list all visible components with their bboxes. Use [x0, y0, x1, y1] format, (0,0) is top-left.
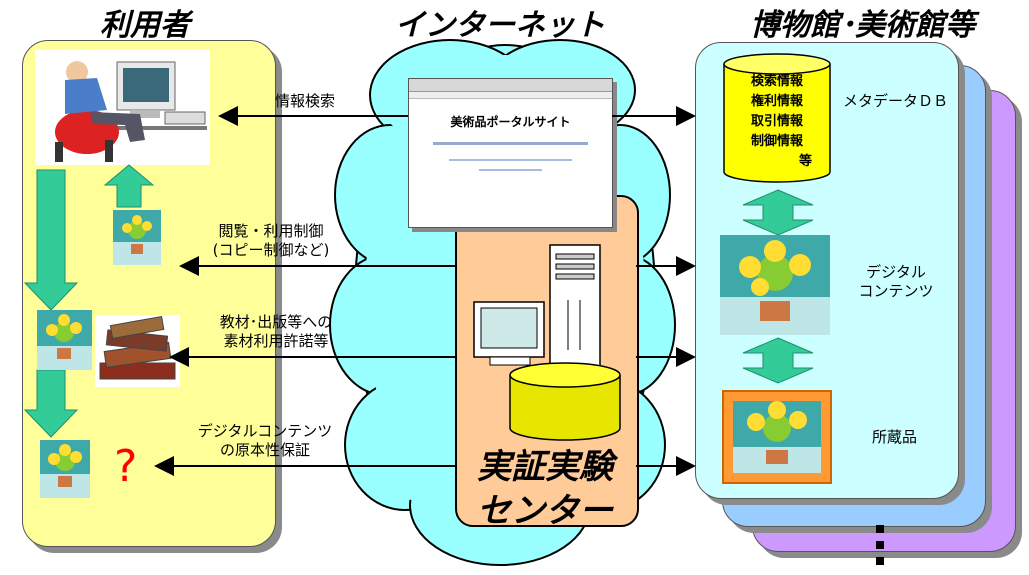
portal-text-line: [479, 169, 542, 171]
database-label: 検索情報 権利情報 取引情報 制御情報 等: [722, 72, 832, 172]
digital-content-line2: コンテンツ: [858, 282, 934, 300]
auth-label-line2: の原本性保証: [219, 441, 310, 459]
portal-text-line: [449, 159, 572, 161]
db-line: 制御情報: [750, 134, 803, 149]
db-line: 取引情報: [750, 114, 803, 129]
db-line: 等: [798, 154, 812, 169]
framed-painting-icon: [722, 390, 832, 484]
question-mark: ?: [114, 441, 138, 492]
metadata-db-label: メタデータＤＢ: [843, 92, 949, 110]
control-label: 閲覧・利用制御 (コピー制御など): [196, 222, 346, 260]
more-dot: [876, 541, 884, 549]
license-label-line1: 教材･出版等への: [219, 313, 333, 331]
auth-label-line1: デジタルコンテンツ: [197, 422, 333, 440]
control-label-line1: 閲覧・利用制御: [218, 222, 324, 240]
server-computer-icon: [473, 244, 621, 441]
db-line: 権利情報: [750, 94, 803, 109]
flower-image-icon: [37, 310, 92, 370]
database-cylinder-icon: [723, 53, 831, 183]
portal-site-window: 美術品ポータルサイト: [408, 78, 613, 228]
experiment-center-box: [455, 195, 639, 527]
center-title-line2: センター: [477, 491, 613, 531]
museum-flow-arrows: [742, 189, 814, 384]
db-line: 検索情報: [750, 74, 803, 89]
digital-content-flower-icon: [720, 235, 830, 335]
internet-title: インターネット: [395, 8, 605, 43]
search-label: 情報検索: [275, 92, 336, 110]
digital-content-line1: デジタル: [866, 263, 926, 281]
browser-titlebar: [409, 79, 612, 92]
more-dot: [876, 557, 884, 565]
flower-image-icon: [40, 440, 90, 498]
experiment-center-title: 実証実験 センター: [455, 445, 635, 533]
browser-toolbar: [409, 92, 612, 99]
flower-image-icon: [113, 210, 161, 265]
user-flow-arrows: [23, 164, 155, 438]
control-label-line2: (コピー制御など): [212, 241, 330, 259]
user-computer-illustration: [35, 50, 210, 165]
museum-title: 博物館･美術館等: [750, 8, 975, 43]
books-icon: [95, 315, 180, 387]
more-dot: [876, 525, 884, 533]
portal-nav-bar: [433, 142, 588, 145]
license-label: 教材･出版等への 素材利用許諾等: [196, 313, 356, 351]
center-title-line1: 実証実験: [477, 447, 613, 487]
collection-label: 所蔵品: [872, 428, 918, 446]
portal-site-title: 美術品ポータルサイト: [450, 115, 571, 129]
license-label-line2: 素材利用許諾等: [223, 332, 329, 350]
user-title: 利用者: [100, 8, 190, 43]
authenticity-label: デジタルコンテンツ の原本性保証: [180, 422, 350, 460]
digital-content-label: デジタル コンテンツ: [846, 263, 946, 301]
